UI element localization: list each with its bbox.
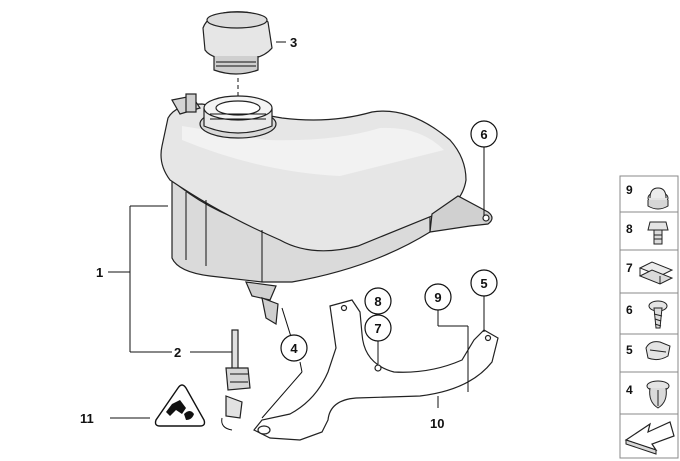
svg-text:5: 5 bbox=[480, 276, 487, 291]
leader-lines bbox=[108, 41, 485, 419]
svg-text:8: 8 bbox=[374, 294, 381, 309]
legend-row-8: 8 bbox=[626, 221, 669, 245]
svg-text:7: 7 bbox=[374, 321, 381, 336]
callout-circle-7: 7 bbox=[364, 314, 392, 342]
clip-nut-icon bbox=[638, 261, 674, 285]
legend-row-9: 9 bbox=[626, 183, 669, 210]
callout-circle-5: 5 bbox=[470, 269, 498, 297]
grommet-icon bbox=[645, 341, 671, 361]
callout-circle-4: 4 bbox=[280, 334, 308, 362]
legend-row-4: 4 bbox=[626, 380, 670, 409]
tank-bracket bbox=[253, 299, 499, 441]
legend-row-5: 5 bbox=[626, 341, 671, 361]
svg-text:8: 8 bbox=[626, 222, 633, 236]
cap-nut-icon bbox=[647, 187, 669, 210]
callout-circle-6: 6 bbox=[470, 120, 498, 148]
callout-circle-9: 9 bbox=[424, 283, 452, 311]
expanding-rivet-icon bbox=[646, 380, 670, 409]
svg-text:6: 6 bbox=[480, 127, 487, 142]
callout-10: 10 bbox=[430, 416, 444, 431]
fastener-legend: 9 8 7 bbox=[619, 175, 679, 459]
warning-label bbox=[154, 384, 206, 427]
expansion-tank bbox=[160, 93, 493, 326]
svg-text:4: 4 bbox=[290, 341, 298, 356]
svg-text:4: 4 bbox=[626, 383, 633, 397]
arrow-symbol-icon bbox=[624, 421, 675, 455]
svg-text:5: 5 bbox=[626, 343, 633, 357]
expansion-tank-cap bbox=[202, 11, 273, 75]
svg-text:9: 9 bbox=[626, 183, 633, 197]
legend-row-6: 6 bbox=[626, 300, 668, 329]
svg-text:7: 7 bbox=[626, 261, 633, 275]
callout-2: 2 bbox=[174, 345, 181, 360]
legend-row-7: 7 bbox=[626, 261, 674, 285]
hex-bolt-icon bbox=[647, 221, 669, 245]
svg-text:6: 6 bbox=[626, 303, 633, 317]
callout-11: 11 bbox=[80, 411, 94, 426]
level-sensor bbox=[221, 329, 251, 431]
callout-circle-8: 8 bbox=[364, 287, 392, 315]
callout-1: 1 bbox=[96, 265, 103, 280]
svg-text:9: 9 bbox=[434, 290, 441, 305]
screw-icon bbox=[648, 300, 668, 329]
callout-3: 3 bbox=[290, 35, 297, 50]
